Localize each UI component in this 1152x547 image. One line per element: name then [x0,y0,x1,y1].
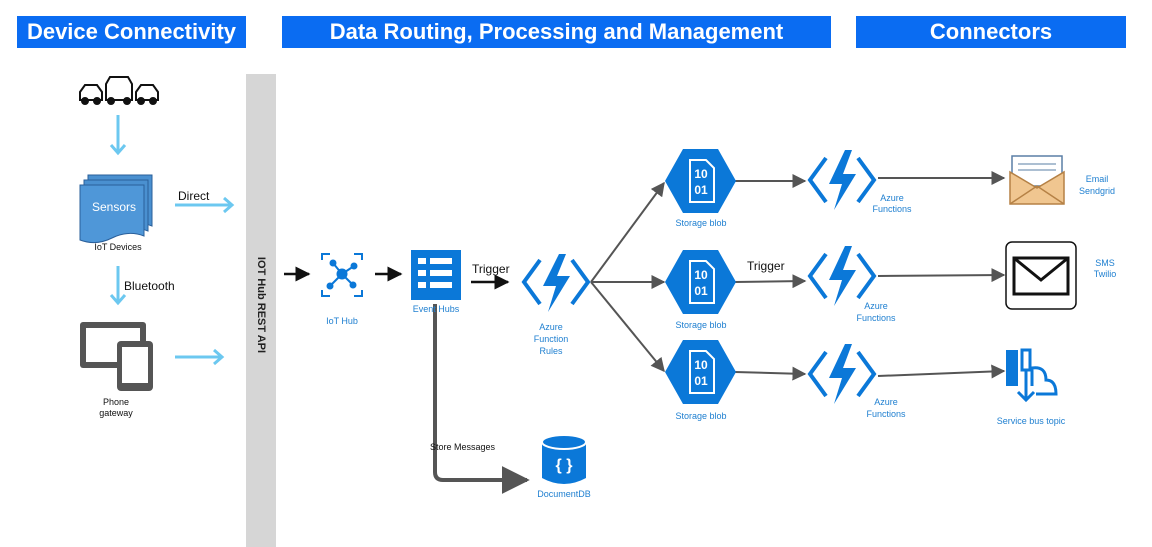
function-rules-caption-3: Rules [539,346,563,356]
edge-label-store-messages: Store Messages [430,442,496,452]
azure-functions-bottom-caption-2: Functions [866,409,906,419]
svg-text:10: 10 [694,358,708,372]
sensors-icon-label: Sensors [91,200,137,214]
storage-blob-bottom-icon: 10 01 [665,340,736,404]
iot-hub-caption: IoT Hub [326,316,358,326]
phone-gateway-icon [80,322,153,391]
azure-functions-top-icon [807,150,877,210]
header-device-connectivity: Device Connectivity [17,16,246,48]
email-envelope-icon [1009,155,1065,205]
storage-blob-mid-icon: 10 01 [665,250,736,314]
store-messages-connector [433,304,530,494]
sms-caption-2: Twilio [1093,269,1117,279]
event-hubs-icon [411,250,461,300]
function-rules-caption-1: Azure [539,322,563,332]
edge-label-trigger-blob: Trigger [747,259,785,273]
svg-text:01: 01 [694,374,708,388]
edge-label-trigger-event: Trigger [472,262,510,276]
device-flow-arrows [109,115,235,366]
documentdb-glyph: { } [556,457,573,474]
header-connectors: Connectors [856,16,1126,48]
email-caption-2: Sendgrid [1078,186,1116,196]
svg-text:01: 01 [694,284,708,298]
storage-blob-top-icon: 10 01 [665,149,736,213]
azure-functions-mid-caption-2: Functions [856,313,896,323]
sms-envelope-icon [1005,241,1077,310]
iot-devices-caption: IoT Devices [94,242,142,252]
svg-text:10: 10 [694,167,708,181]
edge-label-bluetooth: Bluetooth [124,279,175,293]
svg-text:01: 01 [694,183,708,197]
sensors-icon [79,174,153,244]
event-hubs-caption: Event Hubs [412,304,460,314]
azure-functions-mid-icon [807,246,877,306]
azure-functions-top-caption-1: Azure [880,193,904,203]
storage-blob-bottom-caption: Storage blob [675,411,727,421]
storage-blob-top-caption: Storage blob [675,218,727,228]
azure-functions-bottom-icon [807,344,877,404]
iot-hub-rest-api-bar [246,74,276,547]
azure-functions-mid-caption-1: Azure [864,301,888,311]
cars-icon [79,76,159,105]
iot-hub-icon [321,253,363,297]
email-caption-1: Email [1085,174,1109,184]
documentdb-caption: DocumentDB [537,489,591,499]
header-data-routing: Data Routing, Processing and Management [282,16,831,48]
azure-function-rules-icon [521,254,591,312]
edge-label-direct: Direct [178,189,210,203]
fanout-connectors [590,171,1006,381]
sms-caption-1: SMS [1095,258,1115,268]
ingest-arrows [284,266,510,290]
azure-functions-top-caption-2: Functions [872,204,912,214]
service-bus-caption: Service bus topic [996,416,1066,426]
storage-blob-mid-caption: Storage blob [675,320,727,330]
service-bus-topic-icon [1006,348,1058,403]
phone-gateway-caption-2: gateway [99,408,133,418]
phone-gateway-caption-1: Phone [102,397,130,407]
svg-text:10: 10 [694,268,708,282]
function-rules-caption-2: Function [533,334,569,344]
azure-functions-bottom-caption-1: Azure [874,397,898,407]
documentdb-icon: { } [541,434,587,484]
